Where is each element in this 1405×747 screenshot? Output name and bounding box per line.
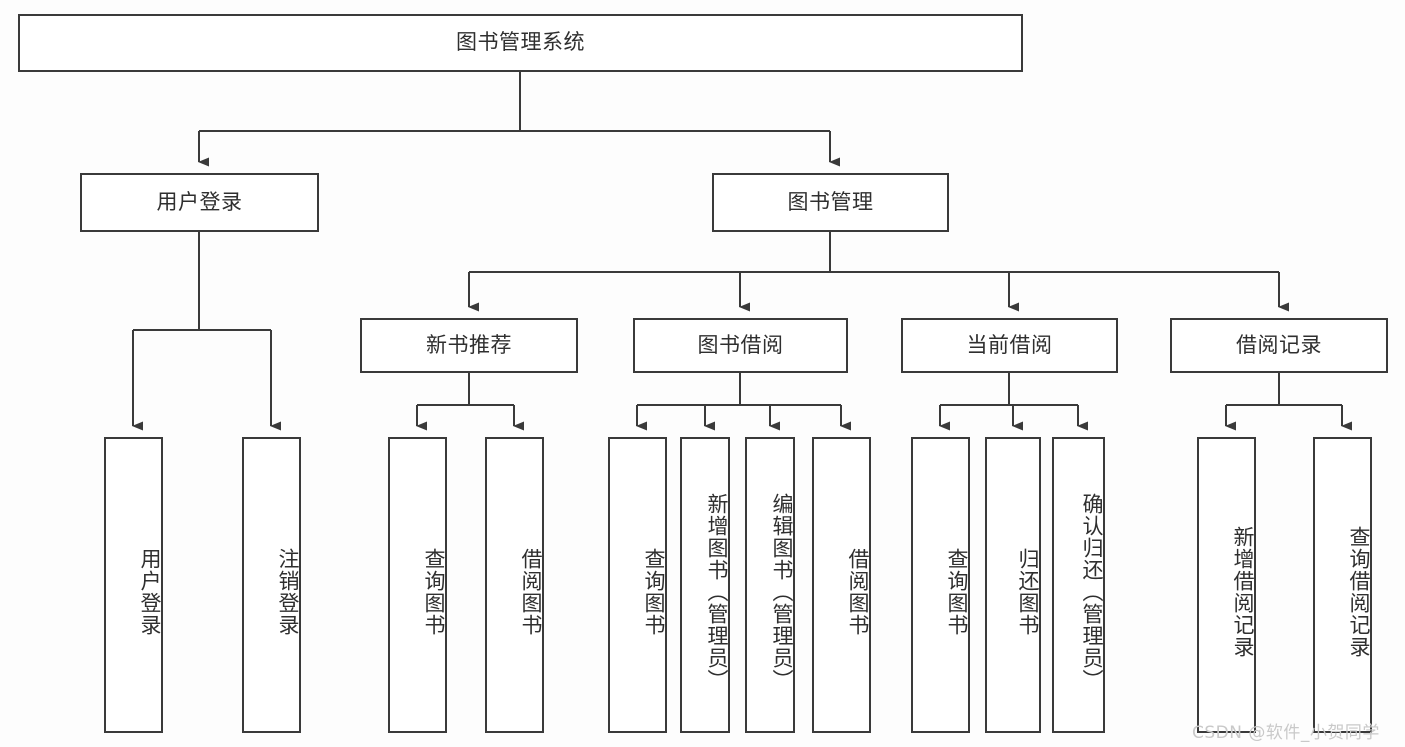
node-label: 借阅图书: [519, 548, 543, 636]
node-label: 新增借阅记录: [1231, 526, 1255, 658]
node-label: 图书管理系统: [456, 30, 585, 55]
node-leaf-add-borrow-record[interactable]: 新增借阅记录: [1197, 437, 1256, 733]
node-leaf-user-login[interactable]: 用户登录: [104, 437, 163, 733]
node-leaf-confirm-return-admin[interactable]: 确认归还（管理员）: [1052, 437, 1105, 733]
node-label: 编辑图书（管理员）: [770, 493, 794, 691]
node-label: 查询图书: [422, 548, 446, 636]
node-leaf-query-books-recommend[interactable]: 查询图书: [388, 437, 447, 733]
node-label: 查询图书: [945, 548, 969, 636]
node-leaf-borrow-books[interactable]: 借阅图书: [812, 437, 871, 733]
node-current-borrow[interactable]: 当前借阅: [901, 318, 1118, 373]
node-label: 确认归还（管理员）: [1080, 493, 1104, 691]
node-label: 借阅图书: [846, 548, 870, 636]
node-book-borrow[interactable]: 图书借阅: [633, 318, 848, 373]
node-label: 借阅记录: [1236, 332, 1322, 357]
node-label: 图书借阅: [697, 332, 784, 357]
node-label: 图书管理: [787, 189, 874, 214]
node-label: 注销登录: [276, 548, 300, 636]
node-user-login[interactable]: 用户登录: [80, 173, 319, 232]
node-leaf-logout-login[interactable]: 注销登录: [242, 437, 301, 733]
node-label: 查询图书: [642, 548, 666, 636]
node-leaf-query-books-borrow[interactable]: 查询图书: [608, 437, 667, 733]
node-leaf-edit-book-admin[interactable]: 编辑图书（管理员）: [745, 437, 795, 733]
node-borrow-record[interactable]: 借阅记录: [1170, 318, 1388, 373]
node-book-management[interactable]: 图书管理: [712, 173, 949, 232]
csdn-watermark: CSDN @软件_小贺同学: [1192, 723, 1380, 743]
node-label: 用户登录: [156, 189, 243, 214]
node-new-book-recommend[interactable]: 新书推荐: [360, 318, 578, 373]
node-leaf-query-borrow-record[interactable]: 查询借阅记录: [1313, 437, 1372, 733]
node-leaf-borrow-books-recommend[interactable]: 借阅图书: [485, 437, 544, 733]
node-label: 查询借阅记录: [1347, 526, 1371, 658]
node-label: 当前借阅: [966, 332, 1053, 357]
node-label: 新增图书（管理员）: [705, 493, 729, 691]
node-label: 新书推荐: [426, 332, 512, 357]
node-leaf-add-book-admin[interactable]: 新增图书（管理员）: [680, 437, 730, 733]
node-label: 归还图书: [1016, 548, 1040, 636]
node-root-title[interactable]: 图书管理系统: [18, 14, 1023, 72]
node-leaf-return-books[interactable]: 归还图书: [985, 437, 1041, 733]
node-label: 用户登录: [138, 548, 162, 636]
node-leaf-query-books-current[interactable]: 查询图书: [911, 437, 970, 733]
